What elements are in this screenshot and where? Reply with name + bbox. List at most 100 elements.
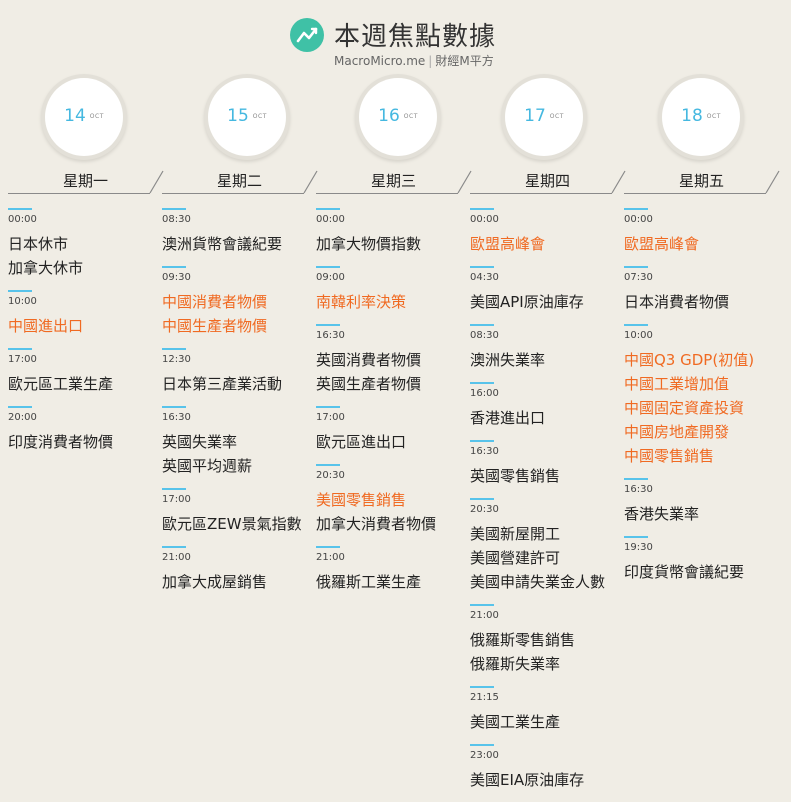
weekday-label: 星期一 [62, 172, 108, 190]
event-time: 17:00 [316, 412, 345, 423]
event-time: 20:00 [8, 412, 37, 423]
event-time: 08:30 [470, 330, 499, 341]
slash-divider-icon [303, 170, 318, 194]
time-marker [8, 406, 32, 408]
event-block: 17:00 歐元區ZEW景氣指數 [162, 488, 322, 536]
event-item-highlight: 中國零售銷售 [624, 447, 715, 465]
weekday-label: 星期三 [370, 172, 416, 190]
event-item: 歐元區進出口 [316, 433, 407, 451]
event-time: 10:00 [624, 330, 653, 341]
event-block: 09:30 中國消費者物價中國生產者物價 [162, 266, 322, 338]
event-item: 印度貨幣會議紀要 [624, 563, 745, 581]
event-block: 10:00 中國進出口 [8, 290, 168, 338]
event-item: 美國新屋開工 [470, 525, 561, 543]
event-item-highlight: 美國零售銷售 [316, 491, 407, 509]
event-item-highlight: 中國進出口 [8, 317, 84, 335]
event-item: 英國平均週薪 [162, 457, 253, 475]
event-block: 00:00 歐盟高峰會 [470, 208, 630, 256]
event-time: 17:00 [162, 494, 191, 505]
time-marker [470, 208, 494, 210]
slash-divider-icon [457, 170, 472, 194]
macromicro-logo-icon [290, 18, 324, 52]
event-item-highlight: 中國生產者物價 [162, 317, 268, 335]
slash-divider-icon [611, 170, 626, 194]
event-time: 00:00 [470, 214, 499, 225]
weekday-label: 星期二 [216, 172, 262, 190]
event-item: 英國零售銷售 [470, 467, 561, 485]
month-label: OCT [89, 112, 104, 120]
time-marker [8, 290, 32, 292]
event-item-highlight: 中國消費者物價 [162, 293, 268, 311]
event-time: 16:30 [624, 484, 653, 495]
day-number: 16 [378, 106, 400, 126]
event-time: 20:30 [470, 504, 499, 515]
event-item-highlight: 中國工業增加值 [624, 375, 730, 393]
event-item: 加拿大成屋銷售 [162, 573, 268, 591]
event-block: 21:00 加拿大成屋銷售 [162, 546, 322, 594]
event-item: 日本休市 [8, 235, 69, 253]
event-time: 21:00 [162, 552, 191, 563]
weekday-underline [624, 193, 766, 194]
event-time: 10:00 [8, 296, 37, 307]
time-marker [470, 382, 494, 384]
event-item: 美國工業生產 [470, 713, 561, 731]
event-time: 16:30 [316, 330, 345, 341]
event-time: 21:00 [470, 610, 499, 621]
time-marker [470, 498, 494, 500]
divider: | [428, 54, 433, 68]
event-time: 20:30 [316, 470, 345, 481]
time-marker [316, 546, 340, 548]
time-marker [316, 406, 340, 408]
time-marker [624, 266, 648, 268]
time-marker [162, 406, 186, 408]
time-marker [470, 686, 494, 688]
event-item: 日本第三產業活動 [162, 375, 283, 393]
time-marker [624, 324, 648, 326]
event-item: 俄羅斯工業生產 [316, 573, 422, 591]
event-item: 美國API原油庫存 [470, 293, 584, 311]
event-time: 00:00 [316, 214, 345, 225]
event-item-highlight: 歐盟高峰會 [624, 235, 700, 253]
time-marker [162, 348, 186, 350]
event-time: 12:30 [162, 354, 191, 365]
event-item-highlight: 歐盟高峰會 [470, 235, 546, 253]
event-item: 俄羅斯失業率 [470, 655, 561, 673]
event-time: 09:00 [316, 272, 345, 283]
month-label: OCT [403, 112, 418, 120]
event-item: 歐元區工業生產 [8, 375, 114, 393]
event-time: 07:30 [624, 272, 653, 283]
event-item: 歐元區ZEW景氣指數 [162, 515, 302, 533]
day-number: 14 [64, 106, 86, 126]
day-number: 15 [227, 106, 249, 126]
time-marker [624, 536, 648, 538]
time-marker [470, 604, 494, 606]
time-marker [316, 324, 340, 326]
event-time: 09:30 [162, 272, 191, 283]
event-time: 16:30 [470, 446, 499, 457]
slash-divider-icon [765, 170, 780, 194]
time-marker [470, 440, 494, 442]
site-name: MacroMicro.me [334, 54, 426, 68]
event-time: 21:00 [316, 552, 345, 563]
event-item: 美國營建許可 [470, 549, 561, 567]
